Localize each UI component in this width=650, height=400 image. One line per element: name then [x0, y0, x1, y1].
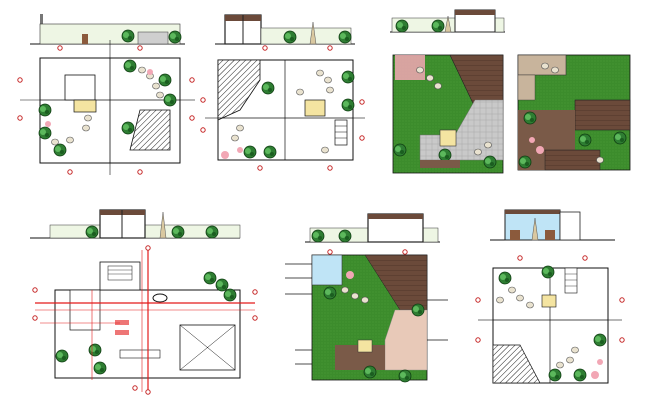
plan-4-colored — [517, 54, 631, 171]
elevation-6 — [490, 209, 615, 241]
plan-5-colored — [285, 249, 448, 383]
plan-3-colored — [392, 54, 504, 174]
site-plan — [32, 245, 258, 395]
plan-2-line — [200, 45, 365, 171]
elevation-5 — [305, 213, 440, 243]
elevation-2 — [215, 14, 355, 45]
plan-6-line — [475, 255, 625, 384]
elevation-3 — [390, 9, 505, 33]
elevation-4 — [30, 209, 241, 239]
elevation-1 — [30, 14, 185, 45]
plan-1-line — [17, 40, 195, 175]
